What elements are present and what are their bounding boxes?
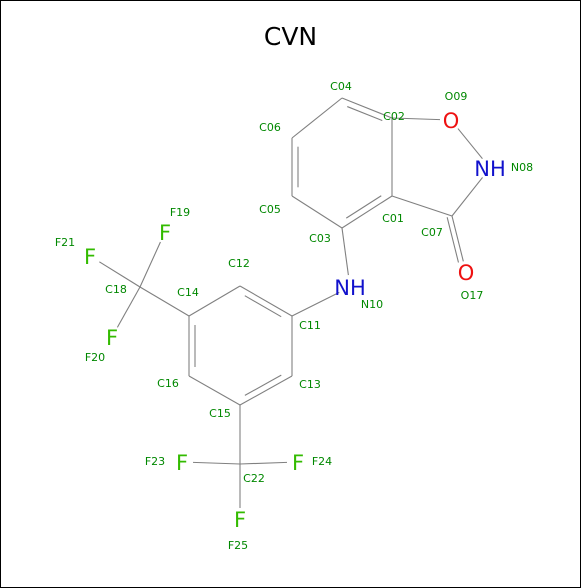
- atom-label-c12: C12: [228, 257, 250, 270]
- bond-o09-n08: [457, 128, 483, 160]
- atom-label-c11: C11: [299, 319, 321, 332]
- atom-label-n10: N10: [361, 298, 383, 311]
- bond-c22-f23: [192, 461, 241, 465]
- bond-c03-c01-inner: [345, 195, 382, 219]
- bond-c05-c03: [291, 195, 343, 229]
- bond-c14-c18: [139, 286, 190, 317]
- bond-c07-o17: [451, 215, 464, 262]
- bond-c04-c06: [291, 97, 343, 139]
- atom-label-o17: O17: [461, 289, 484, 302]
- atom-label-c16: C16: [157, 377, 179, 390]
- bond-c03-c01: [341, 195, 393, 229]
- bond-n08-c07: [451, 177, 483, 217]
- bond-c22-f24: [239, 461, 288, 465]
- atom-label-c06: C06: [259, 121, 281, 134]
- atom-label-f23: F23: [145, 455, 165, 468]
- bond-c15-c13: [239, 375, 293, 406]
- bond-c12-c14: [188, 285, 241, 317]
- atom-label-n08: N08: [511, 161, 533, 174]
- bond-c02-c04: [341, 97, 393, 119]
- bond-c18-f20: [116, 286, 141, 328]
- bond-c03-n10: [341, 227, 349, 276]
- diagram-title: CVN: [263, 22, 318, 51]
- atom-symbol-o09: O: [443, 109, 460, 133]
- atom-label-c05: C05: [259, 203, 281, 216]
- bond-c11-c12-inner: [244, 295, 282, 318]
- atom-symbol-f19: F: [159, 221, 171, 245]
- atom-label-c18: C18: [105, 283, 127, 296]
- atom-symbol-f25: F: [234, 508, 246, 532]
- atom-label-c14: C14: [177, 286, 199, 299]
- atom-label-o09: O09: [445, 90, 468, 103]
- atom-label-c13: C13: [299, 378, 321, 391]
- bond-c07-o17-second: [446, 217, 460, 263]
- bond-c15-c13-inner: [244, 374, 282, 396]
- atom-label-f21: F21: [55, 236, 75, 249]
- atom-label-c07: C07: [421, 226, 443, 239]
- atom-label-f25: F25: [228, 539, 248, 552]
- atom-symbol-n10: NH: [334, 276, 366, 300]
- atom-label-c22: C22: [243, 472, 265, 485]
- atom-label-c03: C03: [309, 232, 331, 245]
- atom-label-c01: C01: [382, 212, 404, 225]
- atom-label-f20: F20: [85, 351, 105, 364]
- atom-label-c15: C15: [209, 407, 231, 420]
- atom-symbol-n08: NH: [474, 157, 506, 181]
- bond-c02-o09: [391, 117, 441, 121]
- atom-symbol-f20: F: [106, 326, 118, 350]
- bond-c18-f19: [139, 241, 161, 288]
- atom-label-f19: F19: [170, 206, 190, 219]
- bond-c18-f21: [99, 261, 141, 288]
- bond-c02-c04-inner: [347, 106, 383, 122]
- atom-label-c04: C04: [330, 80, 352, 93]
- atom-label-f24: F24: [312, 455, 332, 468]
- bond-n10-c11: [291, 291, 340, 317]
- atom-symbol-f24: F: [292, 451, 304, 475]
- atom-symbol-f23: F: [176, 451, 188, 475]
- atom-symbol-o17: O: [458, 261, 475, 285]
- bond-c11-c12: [239, 285, 293, 317]
- atom-symbol-f21: F: [84, 245, 96, 269]
- bond-c07-c01: [391, 195, 453, 217]
- atom-label-c02: C02: [383, 110, 405, 123]
- bond-c16-c15: [188, 375, 241, 406]
